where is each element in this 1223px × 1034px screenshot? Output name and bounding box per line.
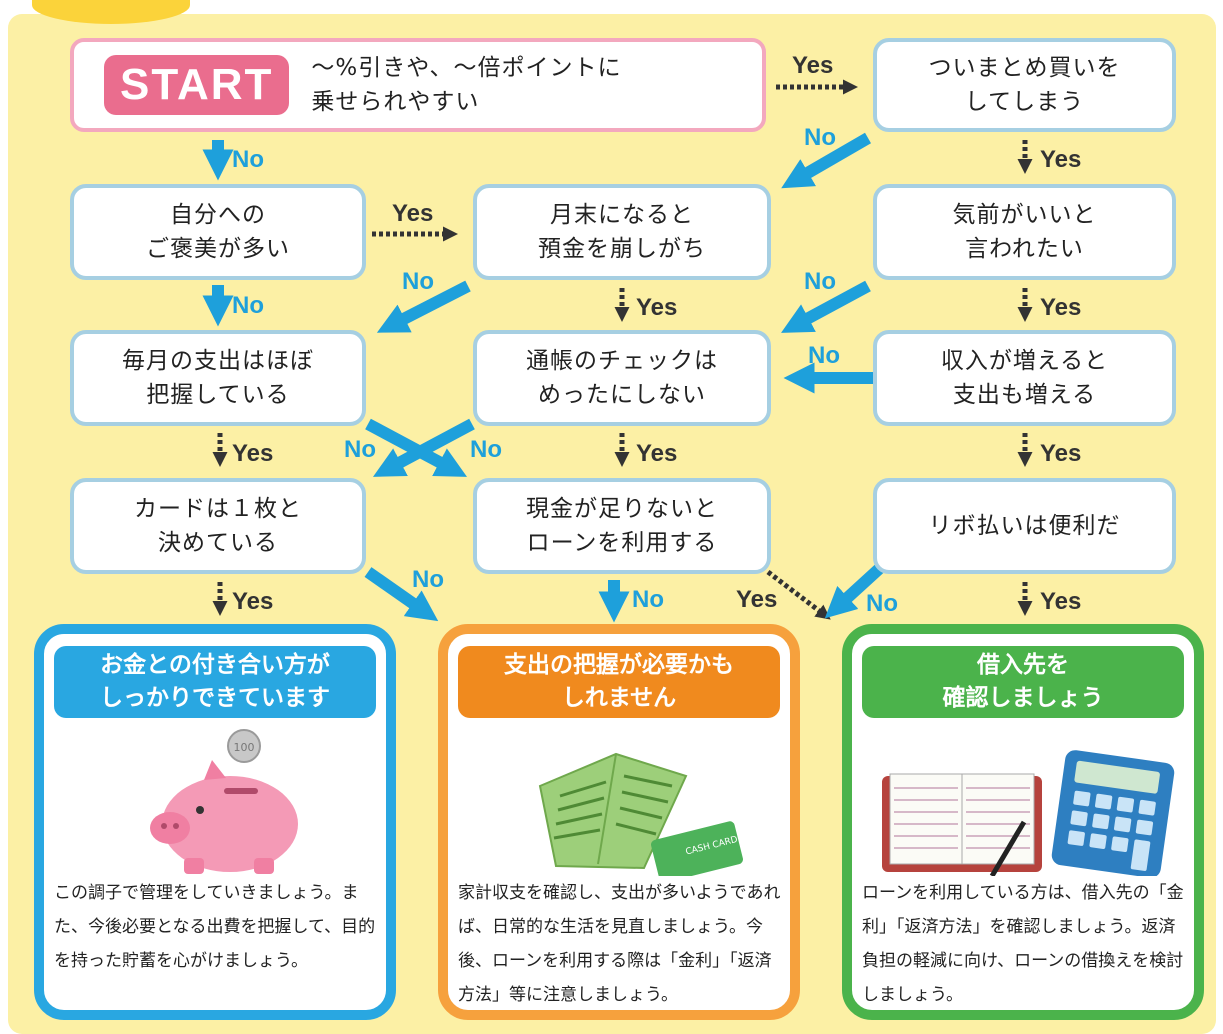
yes-label: Yes: [636, 294, 678, 321]
question-box-loan-use: 現金が足りないと ローンを利用する: [473, 478, 771, 574]
question-box-passbook-check: 通帳のチェックは めったにしない: [473, 330, 771, 426]
start-question: ～%引きや、～倍ポイントに 乗せられやすい: [311, 55, 622, 115]
no-label: No: [402, 268, 434, 295]
notebook-calculator-icon: [882, 750, 1175, 876]
arrow-no: [372, 418, 475, 477]
yes-label: Yes: [232, 440, 274, 467]
result-title: 借入先を 確認しましょう: [862, 646, 1184, 718]
question-box-self-reward: 自分への ご褒美が多い: [70, 184, 366, 280]
yes-label: Yes: [1040, 146, 1082, 173]
result-title: 支出の把握が必要かも しれません: [458, 646, 780, 718]
question-box-revolving: リボ払いは便利だ: [873, 478, 1176, 574]
start-badge: START: [104, 55, 290, 115]
result-text: ローンを利用している方は、借入先の「金利」「返済方法」を確認しましょう。返済負担…: [862, 883, 1184, 1005]
no-label: No: [866, 590, 898, 617]
arrow-no: [365, 418, 468, 477]
bankbook-card-icon: CASH CARD: [538, 752, 743, 876]
yes-label: Yes: [1040, 588, 1082, 615]
no-label: No: [344, 436, 376, 463]
no-label: No: [232, 292, 264, 319]
arrow-no: [364, 567, 439, 622]
arrow-yes: [766, 570, 831, 620]
yes-label: Yes: [1040, 440, 1082, 467]
result-card-check-lender: 借入先を 確認しましょう ローンを利用している方は、借入先の「金利」「返済方法」…: [842, 624, 1204, 1020]
result-card-check-spending: 支出の把握が必要かも しれません CASH CARD 家計収支を確認し、支出が多…: [438, 624, 800, 1020]
svg-text:100: 100: [234, 741, 255, 754]
no-label: No: [412, 566, 444, 593]
piggy-bank-icon: 100: [150, 729, 298, 874]
yes-label: Yes: [392, 200, 434, 227]
arrow-no: [781, 132, 872, 189]
yes-label: Yes: [1040, 294, 1082, 321]
arrow-no: [824, 563, 885, 619]
question-box-bulk-buying: ついまとめ買いを してしまう: [873, 38, 1176, 132]
no-label: No: [632, 586, 664, 613]
yes-label: Yes: [736, 586, 778, 613]
yes-label: Yes: [792, 52, 834, 79]
question-box-monthly-spending: 毎月の支出はほぼ 把握している: [70, 330, 366, 426]
no-label: No: [804, 268, 836, 295]
yes-label: Yes: [232, 588, 274, 615]
result-title: お金との付き合い方が しっかりできています: [54, 646, 376, 718]
arrow-no: [376, 280, 471, 333]
result-text: この調子で管理をしていきましょう。また、今後必要となる出費を把握して、目的を持っ…: [54, 883, 376, 971]
question-box-month-end: 月末になると 預金を崩しがち: [473, 184, 771, 280]
question-box-generous: 気前がいいと 言われたい: [873, 184, 1176, 280]
no-label: No: [232, 146, 264, 173]
question-box-one-card: カードは１枚と 決めている: [70, 478, 366, 574]
question-box-income-spending: 収入が増えると 支出も増える: [873, 330, 1176, 426]
arrow-no: [781, 280, 871, 333]
no-label: No: [804, 124, 836, 151]
no-label: No: [808, 342, 840, 369]
start-box: START ～%引きや、～倍ポイントに 乗せられやすい: [70, 38, 766, 132]
yes-label: Yes: [636, 440, 678, 467]
result-text: 家計収支を確認し、支出が多いようであれば、日常的な生活を見直しましょう。今後、ロ…: [458, 883, 781, 1005]
result-card-good: お金との付き合い方が しっかりできています 100 この調子で管理をしていきまし…: [34, 624, 396, 1020]
no-label: No: [470, 436, 502, 463]
